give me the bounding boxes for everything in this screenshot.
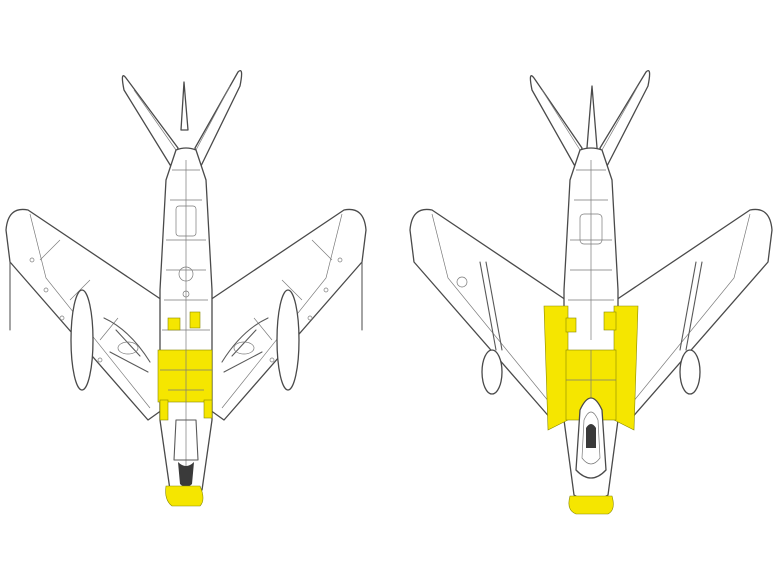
mask-nose-underside: [165, 485, 204, 507]
drop-tank-right: [276, 289, 300, 391]
tailplane-right-top: [599, 69, 651, 169]
tailplane-left: [121, 75, 179, 169]
mask-small-top-2: [603, 311, 617, 331]
mask-nose-top: [568, 495, 614, 515]
drop-tank-right-top: [679, 349, 701, 395]
mask-small-2: [189, 311, 201, 329]
cockpit-seat: [586, 424, 596, 448]
masks-underside: [157, 311, 213, 507]
drop-tank-left: [70, 289, 94, 391]
mask-small-3: [159, 399, 169, 421]
fin-edge: [180, 81, 189, 131]
mask-small-1: [167, 317, 181, 331]
drop-tank-left-top: [481, 349, 503, 395]
tailplane-left-top: [529, 75, 583, 169]
mask-small-4: [203, 399, 213, 419]
mask-small-top-1: [565, 317, 577, 333]
mask-wing-root-right: [613, 305, 639, 431]
nose-gear-bay: [178, 462, 194, 487]
wing-right-top: [615, 208, 773, 421]
mask-panel-underside-center: [157, 349, 213, 403]
aircraft-underside-view: [5, 69, 367, 507]
wing-left-top: [409, 208, 567, 421]
aircraft-upperside-view: [409, 69, 773, 515]
tailplane-right: [194, 69, 243, 169]
mask-wing-root-left: [543, 305, 569, 431]
